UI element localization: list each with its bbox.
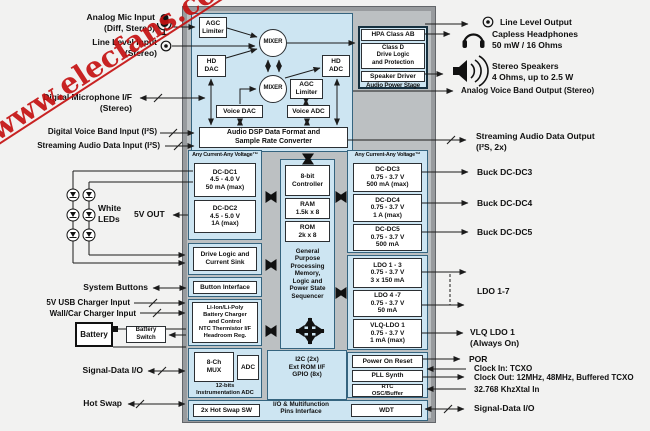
headphones-icon — [462, 33, 485, 48]
audio-dsp-box: Audio DSP Data Format and Sample Rate Co… — [199, 127, 348, 148]
io-mux-label: I/O & Multifunction Pins Interface — [273, 401, 329, 416]
5v-out-label: 5V OUT — [134, 209, 165, 219]
analog-mic-label: Analog Mic Input (Diff, Stereo) — [86, 12, 155, 34]
adc-box: ADC — [237, 355, 259, 380]
hot-swap-label: Hot Swap — [83, 398, 122, 408]
speakers-label: Stereo Speakers 4 Ohms, up to 2.5 W — [492, 61, 574, 83]
signal-data-io-left-label: Signal-Data I/O — [82, 365, 143, 375]
headphones-label: Capless Headphones 50 mW / 16 Ohms — [492, 29, 578, 51]
por-label: POR — [469, 354, 488, 364]
digital-mic-label: Digital Microphone I/F (Stereo) — [43, 92, 132, 114]
xtal-label: 32.768 KhzXtal In — [474, 385, 540, 394]
voice-dac-box: Voice DAC — [216, 105, 263, 118]
agc-limiter2-box: AGC Limiter — [290, 79, 323, 99]
clock-in-label: Clock In: TCXO — [474, 364, 533, 373]
inst-adc-label: 12-bits Instrumentation ADC — [196, 383, 254, 396]
line-out-label: Line Level Output — [500, 17, 572, 27]
agc-limiter1-box: AGC Limiter — [199, 17, 227, 38]
white-led-icons — [66, 188, 96, 242]
battery-switch-box: Battery Switch — [126, 326, 166, 343]
drive-logic-box: Drive Logic and Current Sink — [193, 247, 257, 271]
dcdc5-box: DC-DC5 0.75 - 3.7 V 500 mA — [353, 224, 422, 251]
hpa-class-ab-box: HPA Class AB — [361, 29, 425, 41]
hot-swap-sw-box: 2x Hot Swap SW — [193, 404, 260, 417]
controller-box: 8-bit Controller — [285, 165, 330, 196]
battery-charger-box: Li-Ion/Li-Poly Battery Charger and Contr… — [192, 302, 258, 343]
dcdc2-box: DC-DC2 4.5 - 5.0 V 1A (max) — [194, 200, 256, 233]
signal-data-io-right-label: Signal-Data I/O — [474, 403, 535, 413]
buck-dcdc5-label: Buck DC-DC5 — [477, 227, 533, 237]
speaker-icon — [453, 55, 489, 87]
system-buttons-label: System Buttons — [83, 282, 148, 292]
general-purpose-label: General Purpose Processing Memory, Logic… — [289, 248, 326, 300]
streaming-audio-in-label: Streaming Audio Data Input (I²S) — [37, 141, 160, 150]
wdt-box: WDT — [351, 404, 422, 417]
acav-left-header: Any Current-Any Voltage™ — [192, 152, 258, 158]
ldo13-box: LDO 1 - 3 0.75 - 3.7 V 3 x 150 mA — [353, 258, 422, 288]
ram-box: RAM 1.5k x 8 — [285, 198, 330, 219]
vlq-ldo-label: VLQ LDO 1 (Always On) — [470, 327, 520, 349]
dcdc3-box: DC-DC3 0.75 - 3.7 V 500 mA (max) — [353, 163, 422, 192]
battery-box: Battery — [75, 322, 113, 347]
voice-adc-box: Voice ADC — [287, 105, 330, 118]
vlq-ldo-box: VLQ-LDO 1 0.75 - 3.7 V 1 mA (max) — [353, 319, 422, 348]
ldo47-box: LDO 4 -7 0.75 - 3.7 V 50 mA — [353, 290, 422, 317]
hd-adc-box: HD ADC — [322, 55, 350, 77]
line-in-jack-icon — [160, 40, 172, 52]
usb-charger-label: 5V USB Charger Input — [46, 298, 130, 307]
dcdc1-box: DC-DC1 4.5 - 4.0 V 50 mA (max) — [194, 163, 256, 197]
streaming-audio-out-label: Streaming Audio Data Output (I²S, 2x) — [476, 131, 595, 153]
mux-box: 8-Ch MUX — [194, 352, 234, 382]
clock-out-label: Clock Out: 12MHz, 48MHz, Buffered TCXO — [474, 373, 634, 382]
dcdc4-box: DC-DC4 0.75 - 3.7 V 1 A (max) — [353, 194, 422, 222]
por-box: Power On Reset — [352, 355, 423, 368]
ldo17-label: LDO 1-7 — [477, 286, 510, 296]
i2c-panel — [267, 350, 347, 400]
rtc-box: RTC OSC/Buffer — [352, 384, 423, 397]
class-d-box: Class D Drive Logic and Protection — [361, 43, 425, 69]
i2c-label: I2C (2x) Ext ROM I/F GPIO (8x) — [288, 356, 326, 379]
line-in-label: Line Level Input (Stereo) — [92, 37, 157, 59]
white-leds-label: White LEDs — [98, 203, 122, 225]
button-interface-box: Button Interface — [193, 281, 257, 294]
buck-dcdc3-label: Buck DC-DC3 — [477, 167, 533, 177]
pll-box: PLL Synth — [352, 370, 423, 382]
audio-power-stage-label: Audio Power Stage — [366, 82, 420, 89]
rom-box: ROM 2k x 8 — [285, 221, 330, 242]
mixer1-box: MIXER — [259, 29, 287, 57]
wall-charger-label: Wall/Car Charger Input — [49, 309, 136, 318]
analog-voice-band-out-label: Analog Voice Band Output (Stereo) — [461, 86, 595, 95]
battery-terminal — [112, 326, 118, 332]
acav-right-header: Any Current-Any Voltage™ — [354, 152, 421, 158]
digital-voice-band-in-label: Digital Voice Band Input (I²S) — [47, 127, 157, 136]
mixer2-box: MIXER — [259, 75, 287, 103]
line-out-jack-icon — [482, 16, 494, 28]
buck-dcdc4-label: Buck DC-DC4 — [477, 198, 533, 208]
hd-dac-box: HD DAC — [197, 55, 226, 77]
speaker-driver-box: Speaker Driver — [361, 71, 425, 82]
